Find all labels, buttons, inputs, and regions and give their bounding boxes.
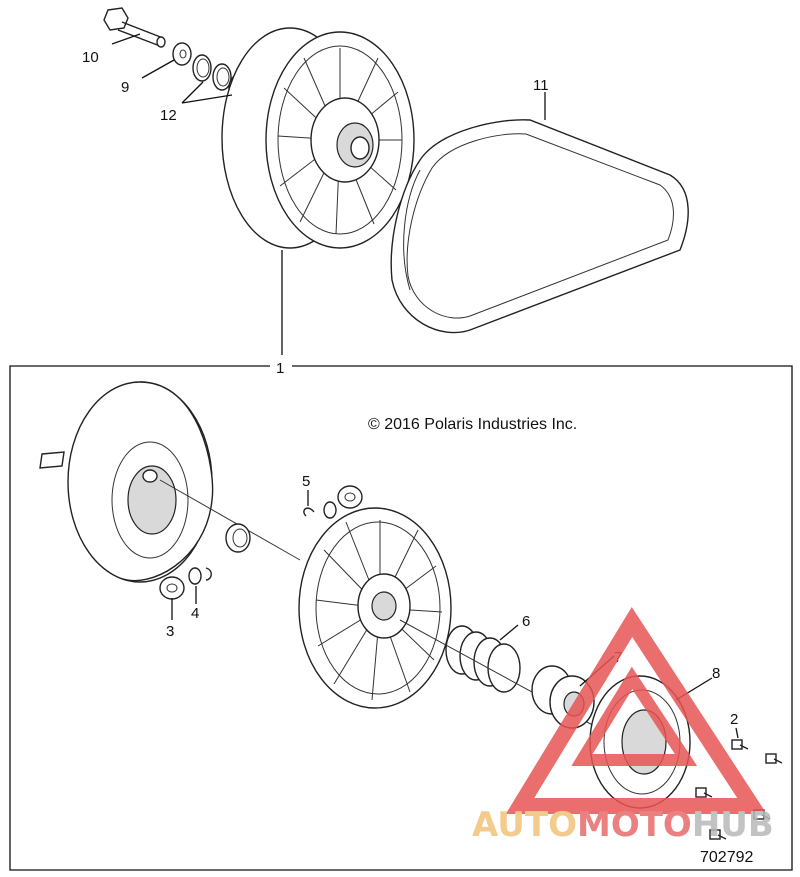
exploded-view-frame [9,250,793,871]
copyright-text: © 2016 Polaris Industries Inc. [368,416,577,433]
driven-clutch-assembly [221,27,415,249]
callout-3: 3 [166,623,174,640]
roller-3 [159,576,185,600]
callout-8: 8 [712,665,720,682]
sheave-stationary [67,381,214,583]
label-tag [39,451,65,469]
diagram-code: 702792 [700,849,753,866]
watermark-logo: AUTOMOTOHUB [472,606,774,845]
drive-belt-11 [390,119,689,334]
sheave-movable [298,507,452,709]
watermark-auto: AUTO [472,805,577,845]
svg-text:AUTOMOTOHUB: AUTOMOTOHUB [472,805,774,845]
watermark-moto: MOTO [577,805,692,845]
washer-9 [172,42,192,66]
callout-10: 10 [82,49,99,66]
callout-11: 11 [533,77,549,94]
callout-12: 12 [160,107,177,124]
clip-washer-roller-5 [303,485,363,519]
spring-6 [445,625,521,693]
callout-2: 2 [730,711,738,728]
bolt-10 [103,7,166,48]
callout-6: 6 [522,613,530,630]
screws-2 [695,739,783,840]
callout-4: 4 [191,605,199,622]
callout-9: 9 [121,79,129,96]
washer-clip-4 [188,567,212,585]
callout-1: 1 [276,360,284,377]
washer-ring [225,523,251,553]
callout-5: 5 [302,473,310,490]
watermark-hub: HUB [692,805,774,845]
